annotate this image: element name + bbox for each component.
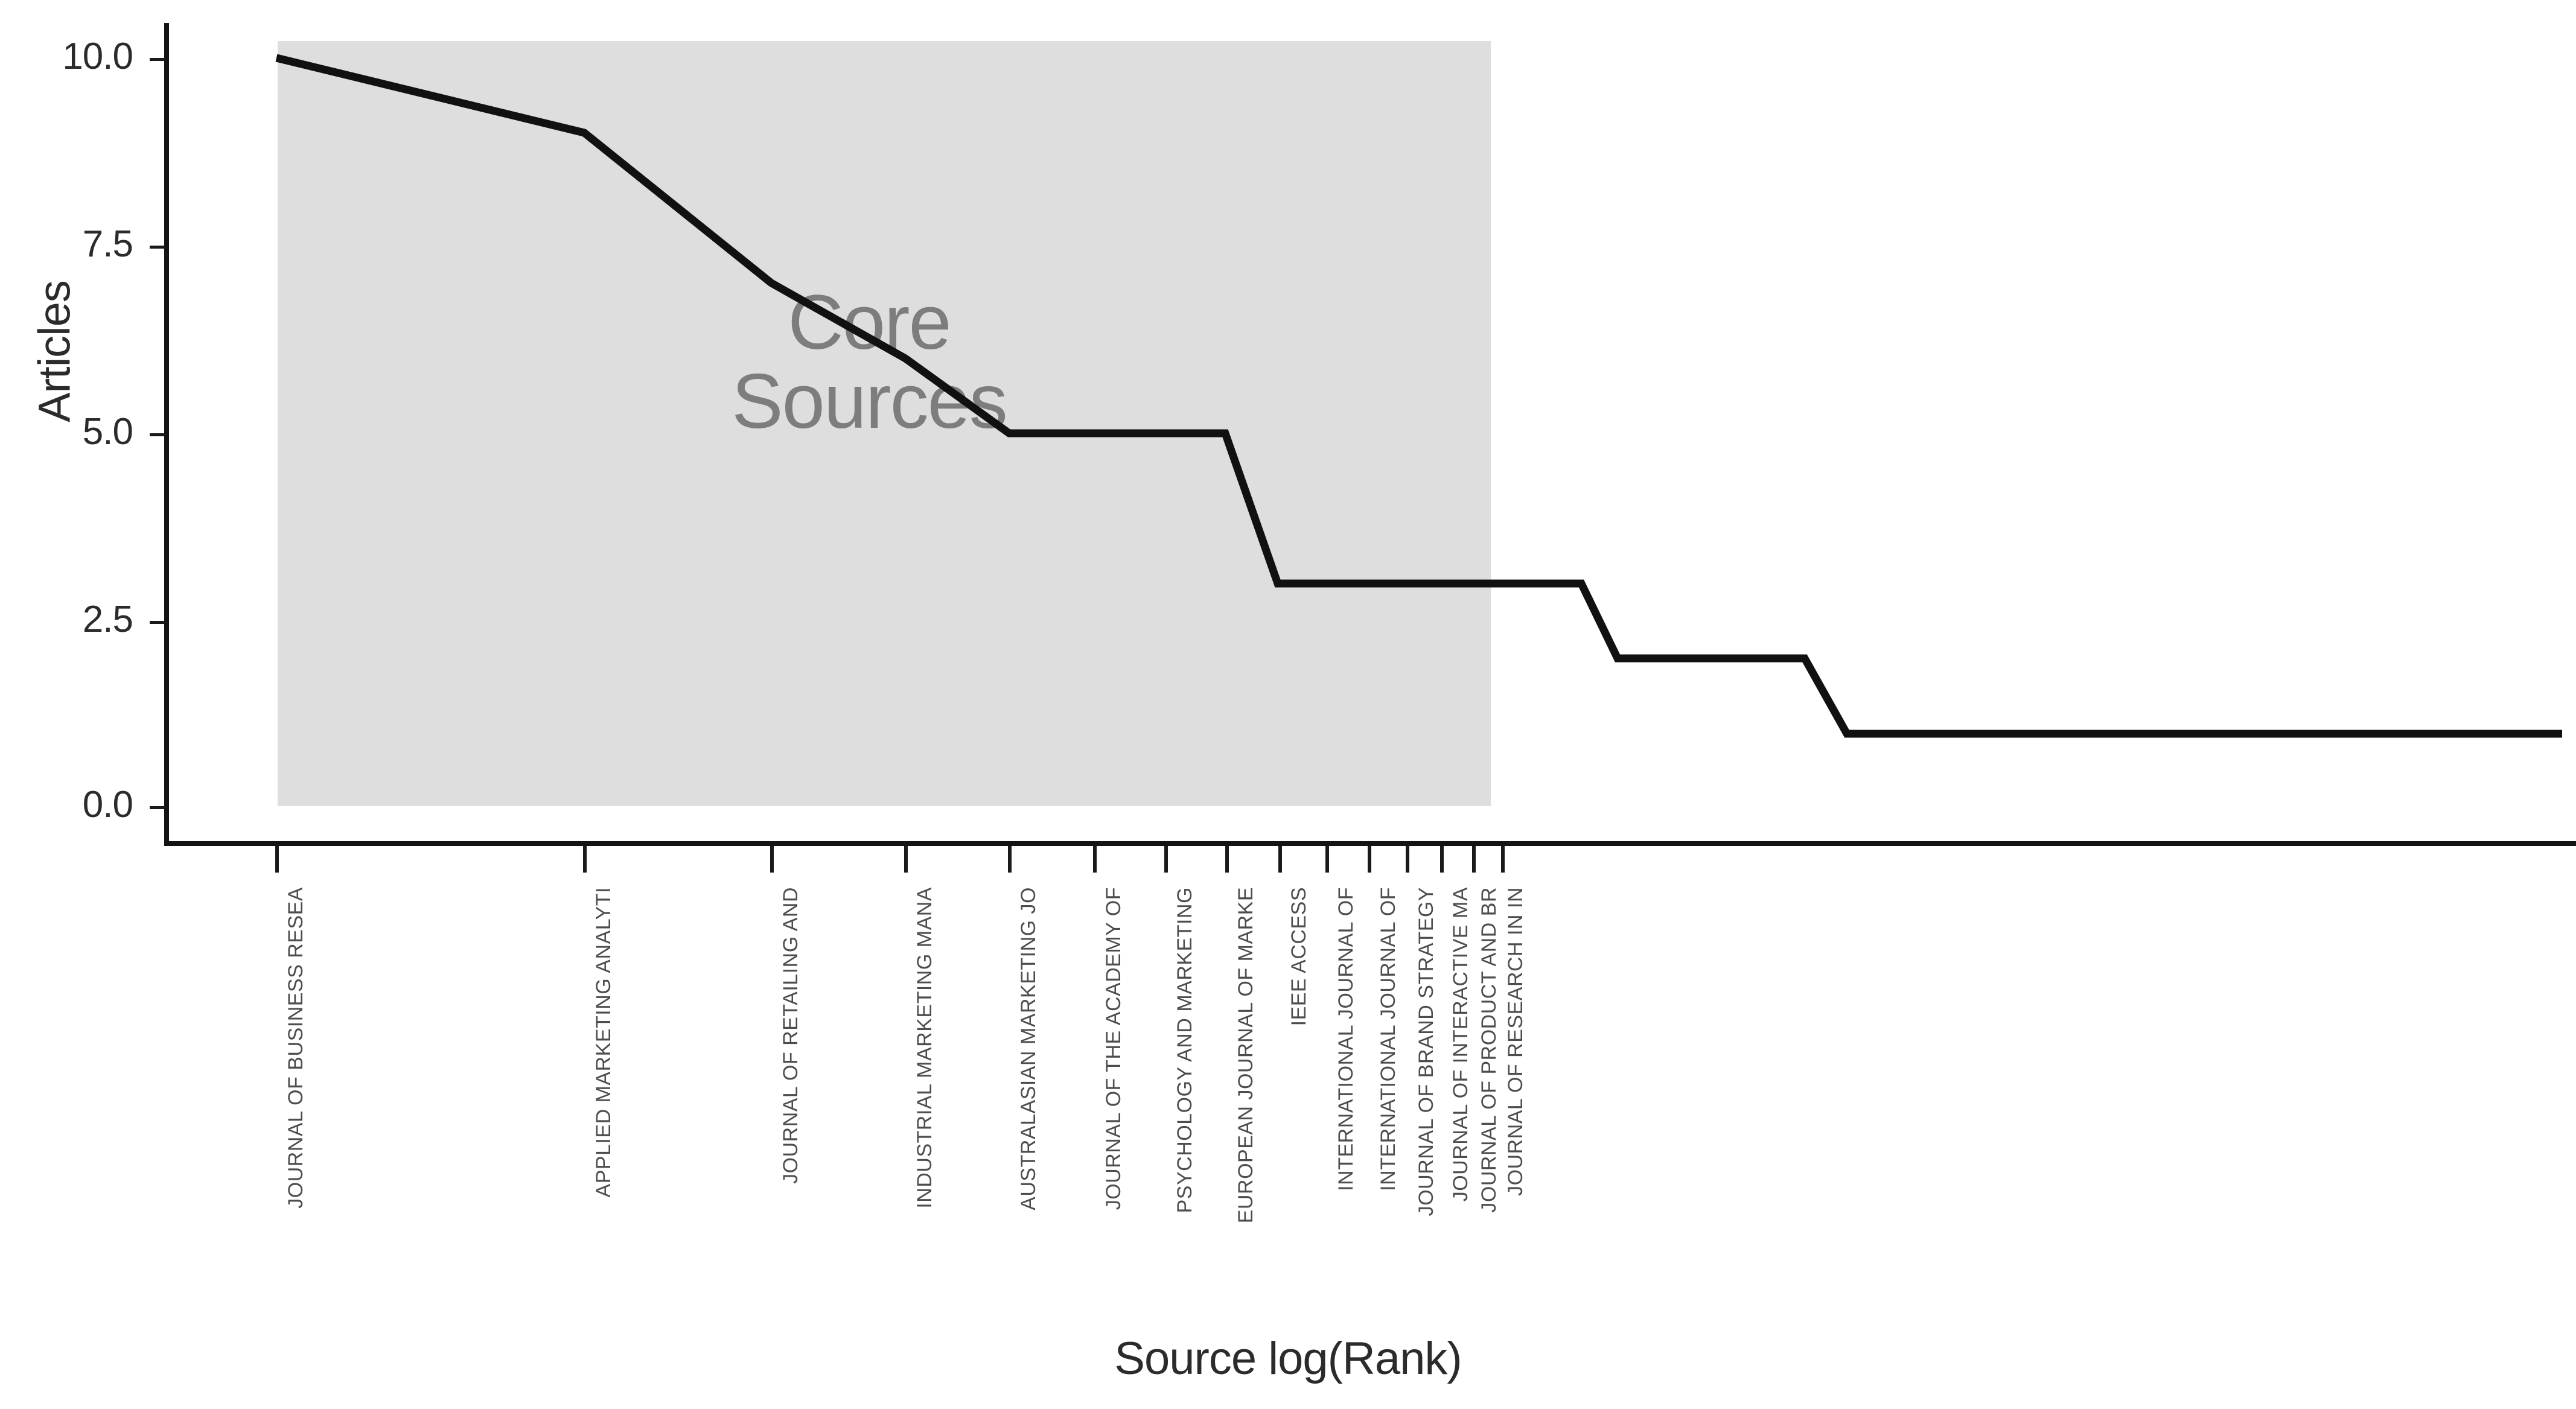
y-tick-mark-2-5 — [150, 621, 165, 624]
y-tick-mark-7-5 — [150, 246, 165, 249]
x-tick-label-journal-of-the-academy-of: JOURNAL OF THE ACADEMY OF — [1102, 887, 1125, 1210]
x-tick-mark-12 — [1406, 846, 1409, 873]
x-tick-label-psychology-and-marketing: PSYCHOLOGY AND MARKETING — [1173, 887, 1196, 1213]
y-tick-label-7-5: 7.5 — [82, 223, 133, 265]
y-tick-mark-5 — [150, 433, 165, 436]
x-tick-mark-11 — [1368, 846, 1371, 873]
x-tick-label-australasian-marketing-jo: AUSTRALASIAN MARKETING JO — [1017, 887, 1040, 1210]
x-tick-label-ieee-access: IEEE ACCESS — [1287, 887, 1310, 1026]
x-tick-mark-14 — [1472, 846, 1476, 873]
y-tick-label-2-5: 2.5 — [82, 599, 133, 640]
x-tick-mark-3 — [770, 846, 774, 873]
x-tick-label-journal-of-interactive-ma: JOURNAL OF INTERACTIVE MA — [1449, 887, 1472, 1202]
x-tick-label-journal-of-product-and-br: JOURNAL OF PRODUCT AND BR — [1478, 887, 1500, 1213]
x-tick-mark-7 — [1164, 846, 1168, 873]
x-axis-title: Source log(Rank) — [1114, 1333, 1462, 1384]
core-annotation-line-1: Core — [788, 279, 951, 366]
x-tick-label-journal-of-business-resea: JOURNAL OF BUSINESS RESEA — [284, 887, 307, 1209]
y-tick-label-10: 10.0 — [62, 36, 133, 77]
x-tick-mark-10 — [1325, 846, 1329, 873]
x-tick-mark-2 — [583, 846, 587, 873]
x-tick-label-european-journal-of-marke: EUROPEAN JOURNAL OF MARKE — [1234, 887, 1257, 1224]
x-tick-mark-4 — [904, 846, 908, 873]
x-tick-mark-15 — [1501, 846, 1505, 873]
y-tick-mark-10 — [150, 58, 165, 61]
x-tick-label-journal-of-brand-strategy: JOURNAL OF BRAND STRATEGY — [1415, 887, 1438, 1217]
core-sources-annotation: Core Sources — [640, 279, 1098, 445]
y-tick-label-5: 5.0 — [82, 411, 133, 453]
x-tick-mark-6 — [1093, 846, 1097, 873]
y-axis-line — [164, 23, 169, 845]
x-tick-label-journal-of-research-in-in: JOURNAL OF RESEARCH IN IN — [1504, 887, 1527, 1196]
x-tick-mark-5 — [1008, 846, 1012, 873]
x-tick-label-international-journal-of-2: INTERNATIONAL JOURNAL OF — [1377, 887, 1400, 1191]
core-annotation-line-2: Sources — [732, 358, 1008, 445]
x-tick-mark-9 — [1278, 846, 1282, 873]
x-tick-label-journal-of-retailing-and: JOURNAL OF RETAILING AND — [779, 887, 802, 1184]
x-tick-label-industrial-marketing-mana: INDUSTRIAL MARKETING MANA — [913, 887, 936, 1209]
y-tick-label-0: 0.0 — [82, 784, 133, 825]
x-tick-label-applied-marketing-analyti: APPLIED MARKETING ANALYTI — [592, 887, 615, 1198]
x-tick-mark-13 — [1440, 846, 1444, 873]
x-tick-mark-8 — [1225, 846, 1229, 873]
x-axis-line — [164, 841, 2576, 846]
x-tick-mark-1 — [275, 846, 279, 873]
x-tick-label-international-journal-of-1: INTERNATIONAL JOURNAL OF — [1334, 887, 1357, 1191]
y-tick-mark-0 — [150, 806, 165, 809]
